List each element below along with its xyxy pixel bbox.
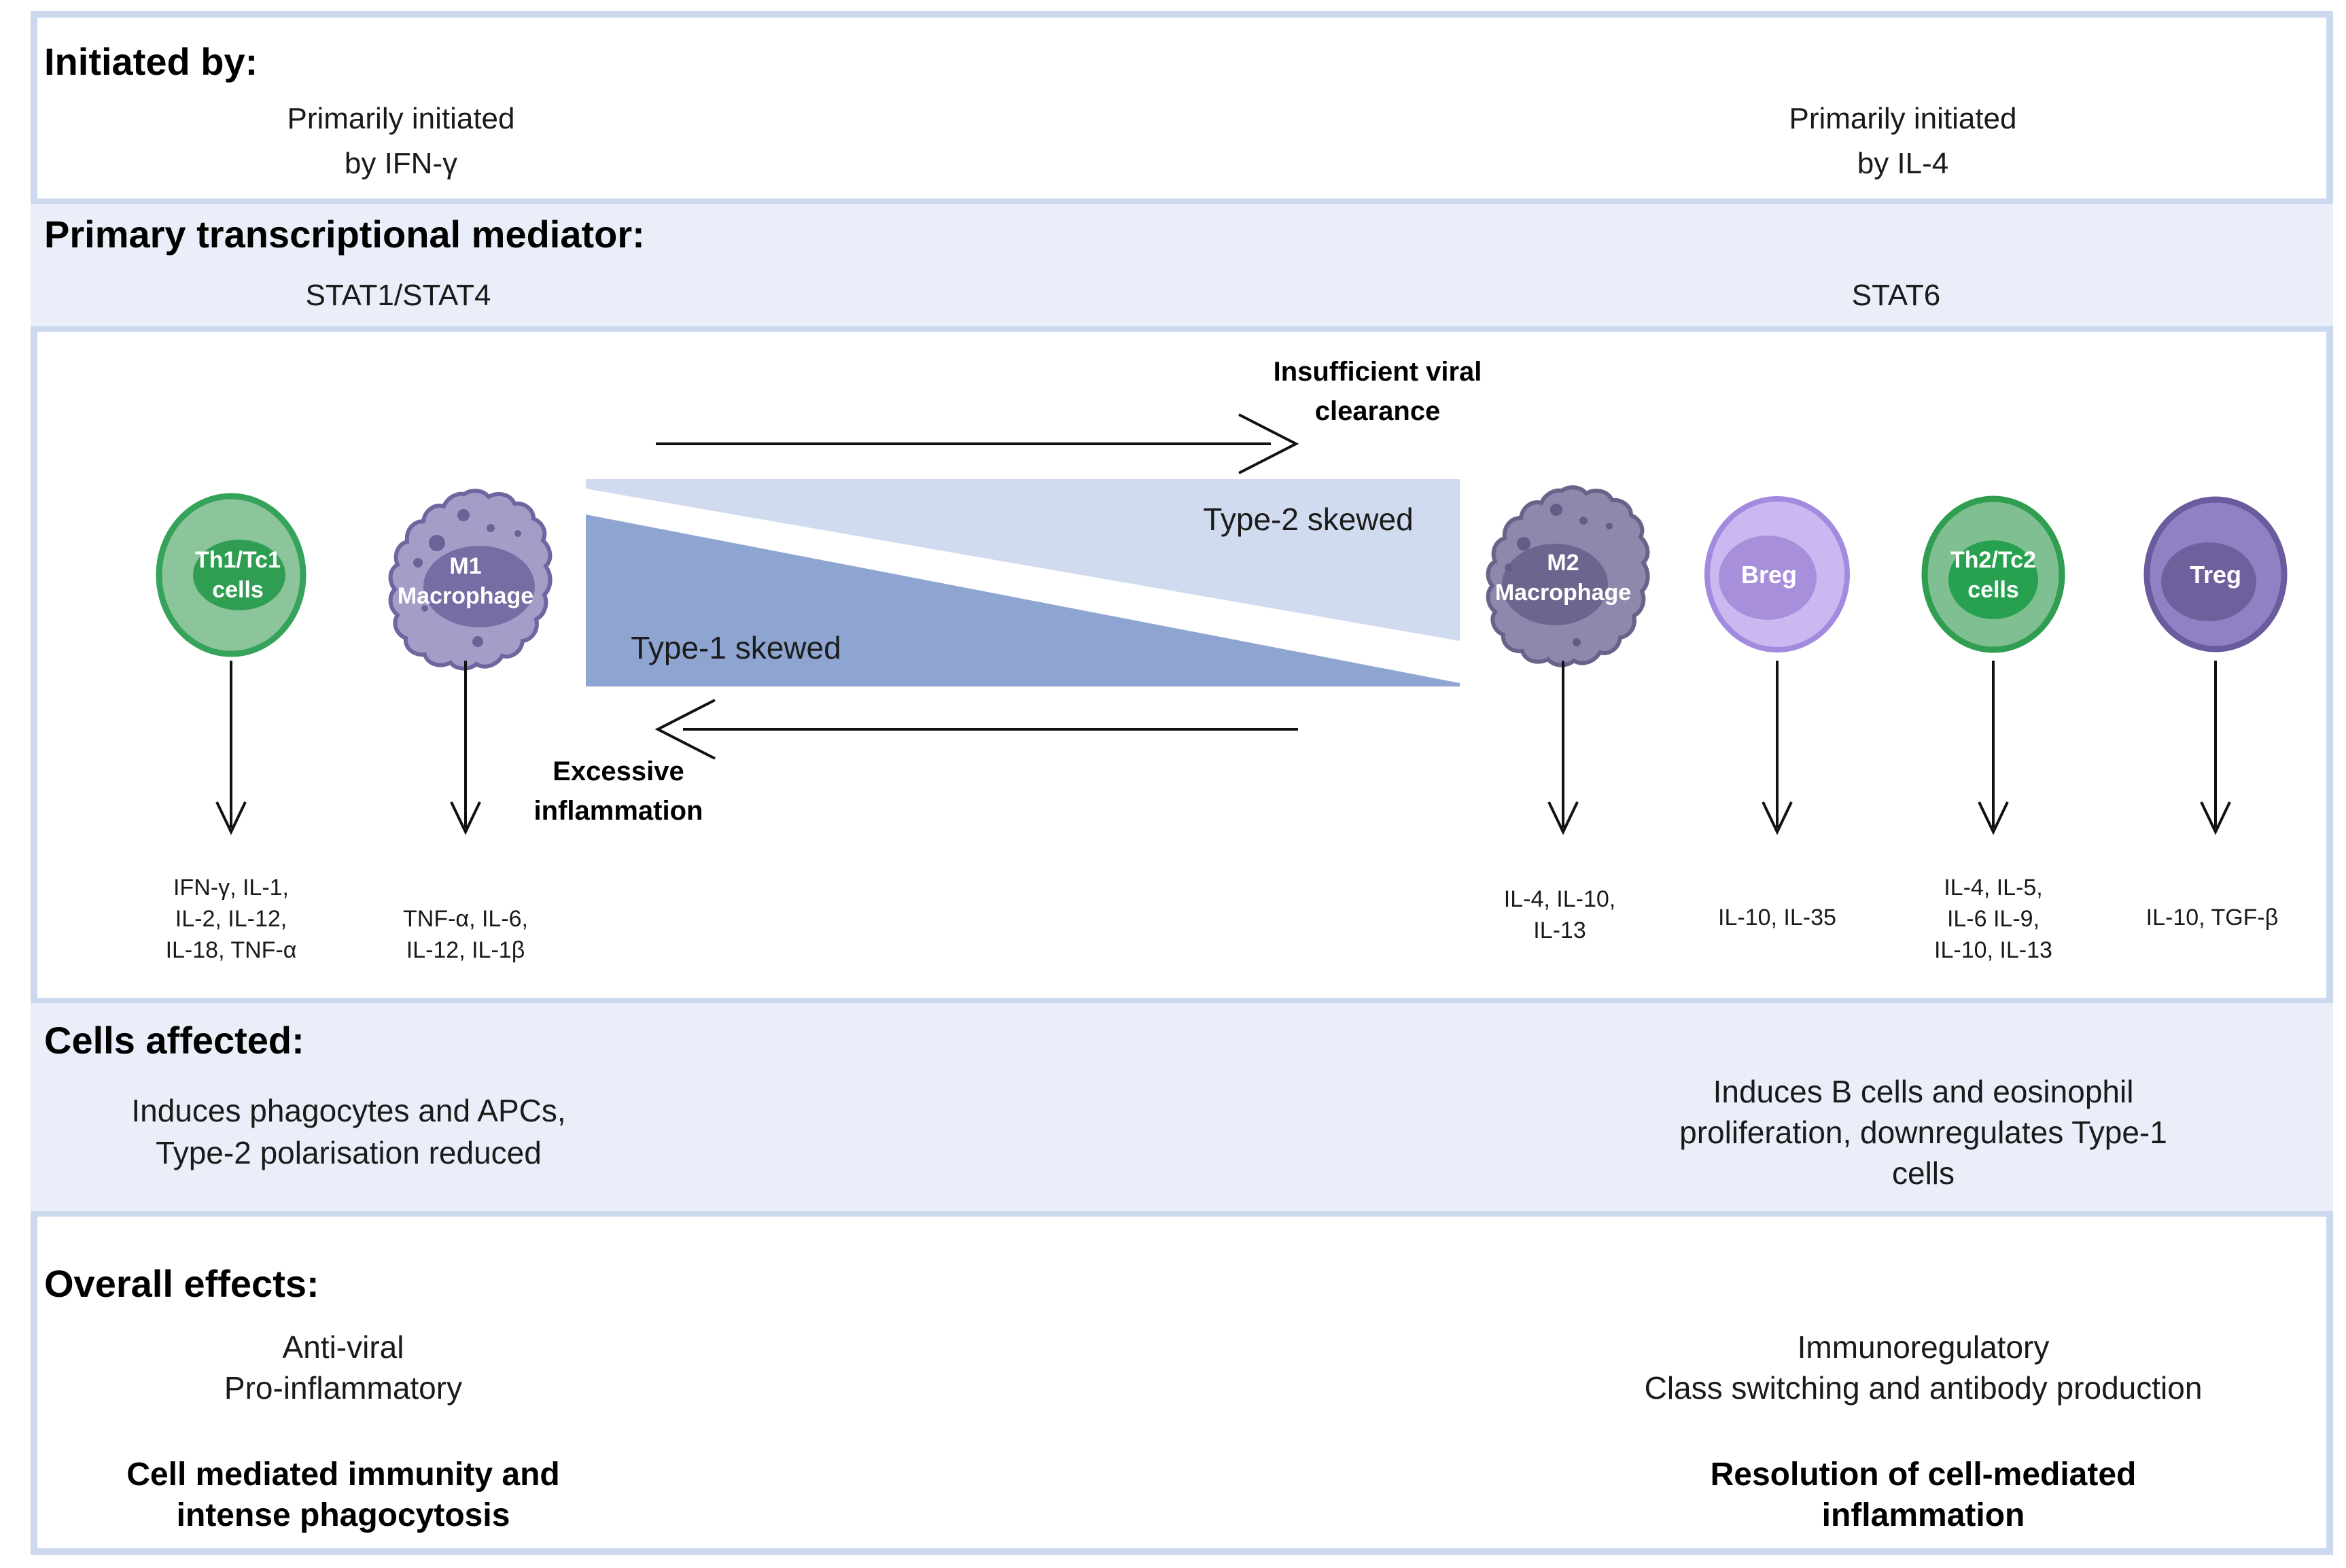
text-line: Induces phagocytes and APCs,: [131, 1093, 566, 1128]
text-line: Resolution of cell-mediated: [1710, 1457, 2137, 1493]
text-line: Class switching and antibody production: [1644, 1370, 2203, 1406]
cells-affected-right-text: Induces B cells and eosinophil prolifera…: [1617, 1071, 2229, 1194]
cells-affected-band: [31, 998, 2333, 1217]
text-line: inflammation: [533, 796, 703, 826]
initiated-right-text: Primarily initiated by IL-4: [1699, 97, 2107, 186]
text-line: IL-2, IL-12,: [175, 906, 287, 932]
type1-skewed-label: Type-1 skewed: [631, 630, 841, 665]
cell-label-line: cells: [1967, 576, 2019, 603]
text-line: intense phagocytosis: [176, 1497, 510, 1533]
mediator-header: Primary transcriptional mediator:: [44, 213, 645, 256]
down-arrow-breg-icon: [1762, 661, 1793, 835]
down-arrow-m1-icon: [450, 661, 481, 835]
overall-right-text: Immunoregulatory Class switching and ant…: [1583, 1327, 2263, 1408]
text-line: Pro-inflammatory: [224, 1370, 463, 1406]
text-line: IL-4, IL-10,: [1503, 886, 1616, 912]
text-line: IFN-γ, IL-1,: [173, 875, 290, 901]
cell-label-line: M2: [1547, 550, 1579, 576]
cell-m2-macrophage: M2 Macrophage: [1475, 483, 1651, 673]
text-line: Primarily initiated: [1789, 102, 2017, 135]
text-line: Anti-viral: [282, 1329, 404, 1365]
cells-affected-header: Cells affected:: [44, 1019, 304, 1062]
text-line: Immunoregulatory: [1797, 1329, 2050, 1365]
th2-cytokines: IL-4, IL-5, IL-6 IL-9, IL-10, IL-13: [1857, 872, 2129, 966]
text-line: TNF-α, IL-6,: [403, 906, 528, 932]
breg-cytokines: IL-10, IL-35: [1641, 902, 1913, 933]
initiated-by-header: Initiated by:: [44, 40, 258, 83]
text-line: proliferation, downregulates Type-1: [1679, 1115, 2167, 1150]
cell-th1-tc1: Th1/Tc1 cells: [153, 491, 309, 659]
cell-label-line: Th2/Tc2: [1950, 546, 2036, 573]
down-arrow-th1-icon: [215, 661, 247, 835]
m2-cytokines: IL-4, IL-10, IL-13: [1424, 884, 1696, 946]
text-line: Primarily initiated: [287, 102, 515, 135]
cell-label-line: M1: [449, 553, 482, 579]
overall-right-bold-text: Resolution of cell-mediated inflammation: [1583, 1454, 2263, 1536]
down-arrow-th2-icon: [1978, 661, 2009, 835]
text-line: IL-12, IL-1β: [406, 937, 525, 963]
text-line: IL-10, IL-35: [1718, 905, 1836, 930]
mediator-band: [31, 198, 2333, 332]
text-line: IL-6 IL-9,: [1946, 906, 2040, 932]
cell-label-line: Macrophage: [1494, 580, 1632, 606]
text-line: IL-10, TGF-β: [2146, 905, 2279, 930]
cell-label-line: Breg: [1740, 560, 1798, 589]
excessive-inflammation-label: Excessive inflammation: [449, 752, 788, 831]
treg-cell-icon: [2143, 496, 2288, 652]
m2-macrophage-icon: [1486, 485, 1650, 667]
treg-cytokines: IL-10, TGF-β: [2076, 902, 2346, 933]
type2-skewed-label: Type-2 skewed: [1203, 502, 1414, 537]
m1-cytokines: TNF-α, IL-6, IL-12, IL-1β: [330, 903, 601, 966]
left-arrow-icon: [654, 699, 1298, 760]
text-line: cells: [1891, 1155, 1955, 1191]
cell-label-line: Th1/Tc1: [195, 547, 281, 573]
mediator-right-text: STAT6: [1851, 279, 1941, 312]
overall-left-bold-text: Cell mediated immunity and intense phago…: [105, 1454, 581, 1536]
m1-macrophage-icon: [388, 489, 553, 671]
th1-cell-icon: [156, 493, 307, 657]
right-arrow-icon: [656, 413, 1299, 474]
text-line: Excessive: [553, 756, 684, 786]
cell-treg: Treg: [2141, 495, 2290, 655]
text-line: inflammation: [1821, 1497, 2025, 1533]
cell-breg: Breg: [1702, 495, 1852, 655]
overall-effects-header: Overall effects:: [44, 1262, 319, 1305]
text-line: clearance: [1314, 396, 1441, 426]
cell-th2-tc2: Th2/Tc2 cells: [1919, 495, 2068, 655]
th1-cytokines: IFN-γ, IL-1, IL-2, IL-12, IL-18, TNF-α: [95, 872, 367, 966]
th2-cell-icon: [1921, 495, 2065, 653]
text-line: by IL-4: [1857, 147, 1949, 180]
down-arrow-m2-icon: [1547, 661, 1579, 835]
down-arrow-treg-icon: [2200, 661, 2231, 835]
cell-label-line: Treg: [2189, 560, 2242, 589]
text-line: by IFN-γ: [344, 147, 458, 180]
cell-m1-macrophage: M1 Macrophage: [377, 486, 554, 676]
mediator-left-text: STAT1/STAT4: [305, 279, 491, 312]
cells-affected-left-text: Induces phagocytes and APCs, Type-2 pola…: [111, 1090, 586, 1174]
type-skew-gradient: [586, 479, 1460, 686]
text-line: IL-13: [1533, 918, 1586, 943]
text-line: Type-2 polarisation reduced: [156, 1135, 542, 1170]
text-line: Cell mediated immunity and: [126, 1457, 560, 1493]
cell-label-line: Macrophage: [397, 583, 534, 609]
initiated-left-text: Primarily initiated by IFN-γ: [197, 97, 605, 186]
text-line: IL-18, TNF-α: [165, 937, 297, 963]
breg-cell-icon: [1704, 496, 1850, 652]
text-line: IL-4, IL-5,: [1944, 875, 2043, 901]
text-line: Insufficient viral: [1273, 357, 1482, 387]
text-line: IL-10, IL-13: [1934, 937, 2052, 963]
insufficient-viral-clearance-label: Insufficient viral clearance: [1208, 352, 1547, 431]
cell-label-line: cells: [212, 577, 264, 603]
text-line: Induces B cells and eosinophil: [1713, 1074, 2134, 1109]
overall-left-text: Anti-viral Pro-inflammatory: [105, 1327, 581, 1408]
